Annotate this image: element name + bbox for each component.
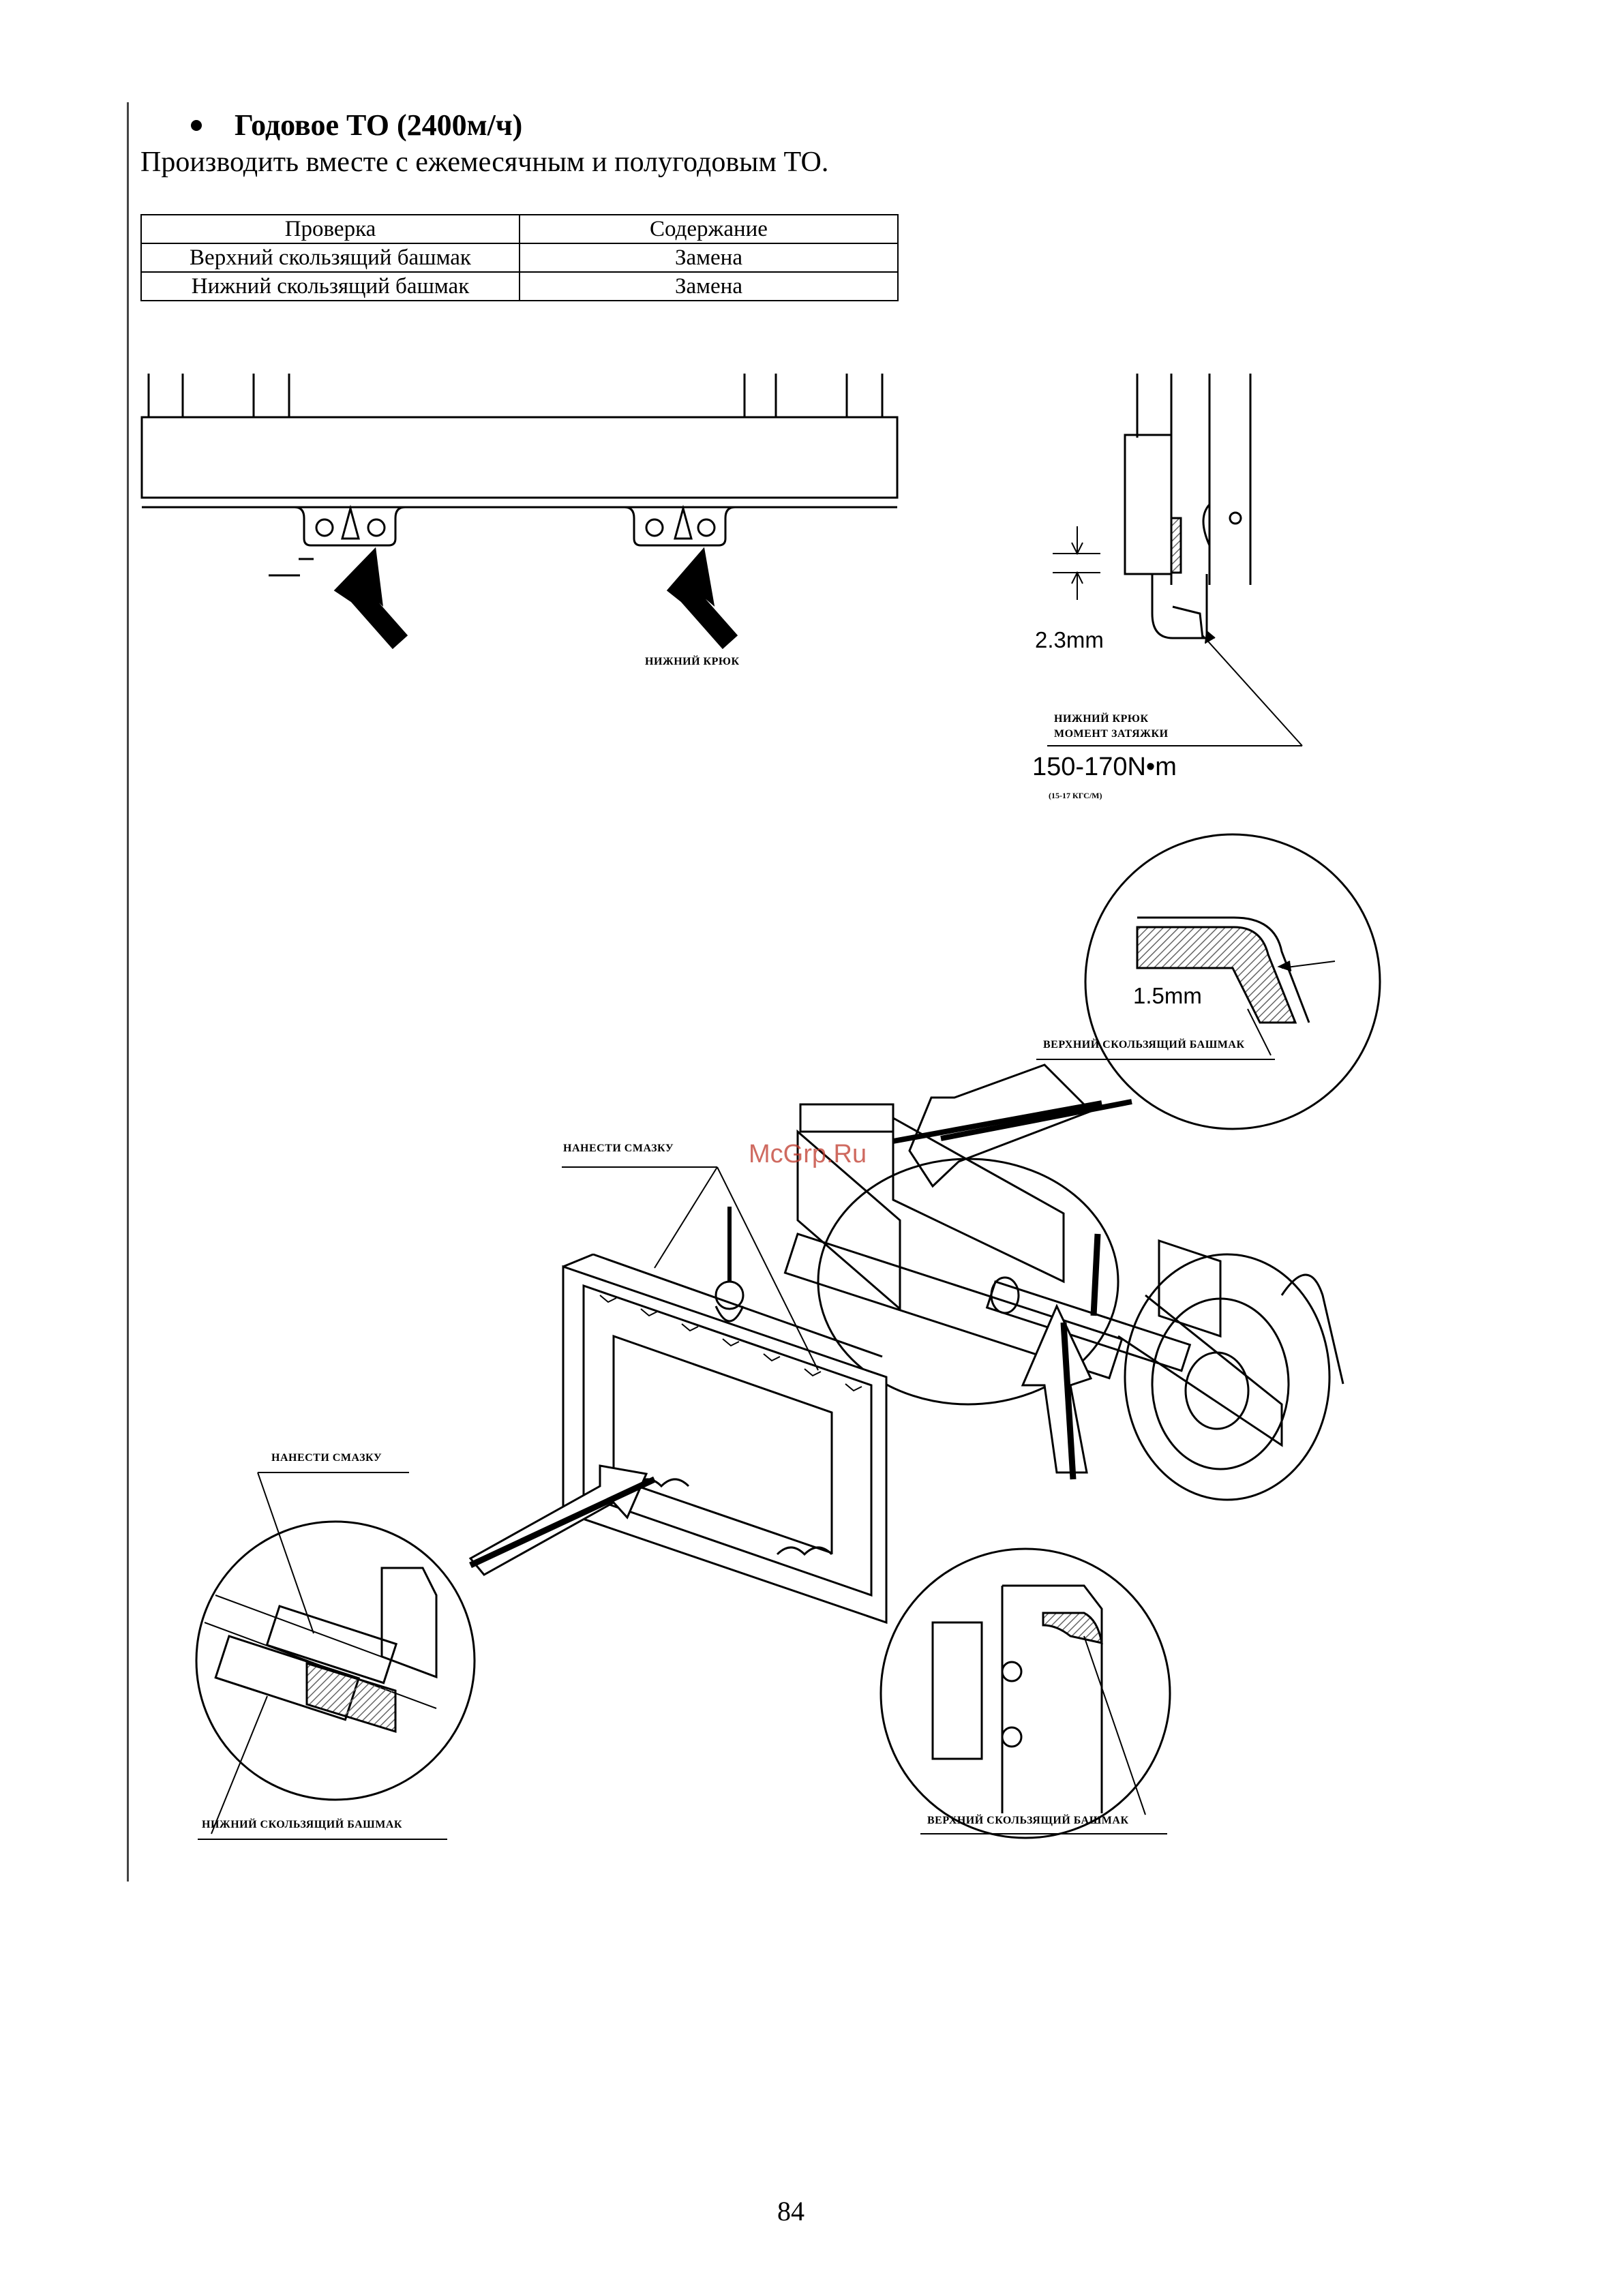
grease-label-left: НАНЕСТИ СМАЗКУ [271,1452,382,1464]
table-cell: Замена [518,271,899,301]
section-title: Годовое ТО (2400м/ч) [235,108,523,142]
grease-label-top: НАНЕСТИ СМАЗКУ [563,1143,674,1154]
gap-dimension: 2.3mm [1035,627,1104,652]
table-row: Нижний скользящий башмак Замена [140,271,899,301]
table-header-row: Проверка Содержание [140,214,899,244]
torque-value: 150-170N•m [1032,753,1177,781]
table-cell: Нижний скользящий башмак [140,271,520,301]
section-subtitle: Производить вместе с ежемесячным и полуг… [140,147,829,178]
maintenance-table: Проверка Содержание Верхний скользящий б… [140,214,899,301]
upper-shoe-label-bottom: ВЕРХНИЙ СКОЛЬЗЯЩИЙ БАШМАК [927,1815,1129,1826]
lower-shoe-zoom [195,1472,476,1840]
detail-label-torque: МОМЕНТ ЗАТЯЖКИ [1054,728,1169,740]
bullet-icon [191,119,202,131]
column-header: Содержание [518,214,899,244]
upper-shoe-zoom [892,833,1381,1188]
detail-label-hook: НИЖНИЙ КРЮК [1054,713,1149,725]
table-cell: Верхний скользящий башмак [140,243,520,273]
torque-alt-value: (15-17 КГС/М) [1049,791,1102,800]
section-heading: Годовое ТО (2400м/ч) [191,108,522,142]
thickness-dimension: 1.5mm [1133,983,1202,1008]
fork-carriage-assembly [468,1103,1344,1625]
watermark: McGrp.Ru [749,1140,867,1168]
table-row: Верхний скользящий башмак Замена [140,243,899,273]
upper-shoe-label: ВЕРХНИЙ СКОЛЬЗЯЩИЙ БАШМАК [1043,1039,1245,1051]
page-number: 84 [777,2196,805,2226]
carriage-bar-drawing [140,374,899,650]
lower-hook-label: НИЖНИЙ КРЮК [645,656,740,667]
margin-line [127,102,129,1882]
upper-shoe-section-zoom [879,1547,1171,1839]
lower-hook-section-drawing [1047,374,1303,746]
lower-shoe-label: НИЖНИЙ СКОЛЬЗЯЩИЙ БАШМАК [202,1819,402,1830]
column-header: Проверка [140,214,520,244]
table-cell: Замена [518,243,899,273]
